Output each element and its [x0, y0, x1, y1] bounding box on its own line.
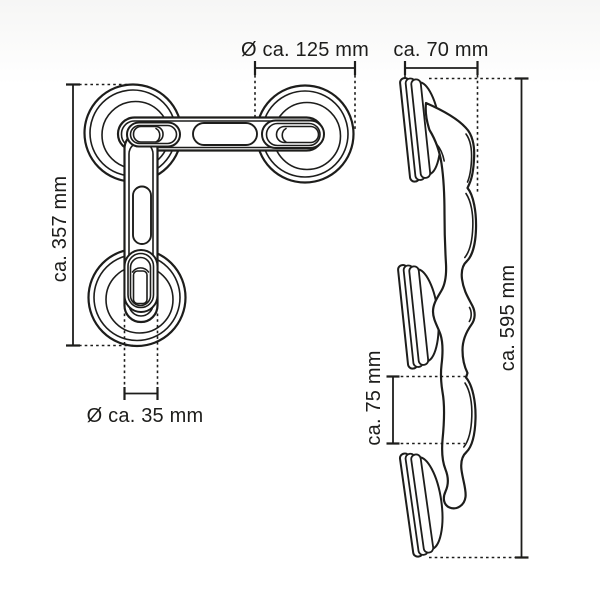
- dim-label-depth: ca. 70 mm: [393, 39, 488, 61]
- dimension-bar-height: ca. 357 mm: [49, 83, 135, 347]
- dim-label-grip-clearance: ca. 75 mm: [363, 350, 385, 445]
- dim-label-knob-diameter: Ø ca. 35 mm: [87, 405, 204, 427]
- front-lever-cap-bottom: [123, 249, 159, 313]
- dimension-annotations: Ø ca. 125 mm ca. 357 mm Ø ca. 35 mm ca. …: [49, 39, 529, 559]
- front-lever-cap-left: [126, 121, 181, 148]
- front-lever-cap-right: [261, 119, 325, 149]
- side-view: [397, 77, 478, 558]
- dimension-depth: ca. 70 mm: [393, 39, 488, 192]
- bar-slot-cutout: [192, 122, 258, 146]
- side-suction-cup-middle: [397, 264, 440, 370]
- dim-label-total-length: ca. 595 mm: [497, 265, 519, 371]
- bar-slot-cutout: [132, 185, 152, 245]
- side-handle-contours: [435, 133, 474, 448]
- front-view: [83, 83, 355, 348]
- dimension-cup-diameter: Ø ca. 125 mm: [241, 39, 369, 131]
- dim-label-cup-diameter: Ø ca. 125 mm: [241, 39, 369, 61]
- dimension-total-length: ca. 595 mm: [429, 77, 529, 559]
- side-handle-bar: [424, 101, 478, 510]
- dimension-grip-clearance: ca. 75 mm: [363, 350, 466, 446]
- side-suction-cup-bottom: [398, 452, 444, 558]
- dim-label-bar-height: ca. 357 mm: [49, 176, 71, 282]
- dimension-knob-diameter: Ø ca. 35 mm: [87, 313, 204, 427]
